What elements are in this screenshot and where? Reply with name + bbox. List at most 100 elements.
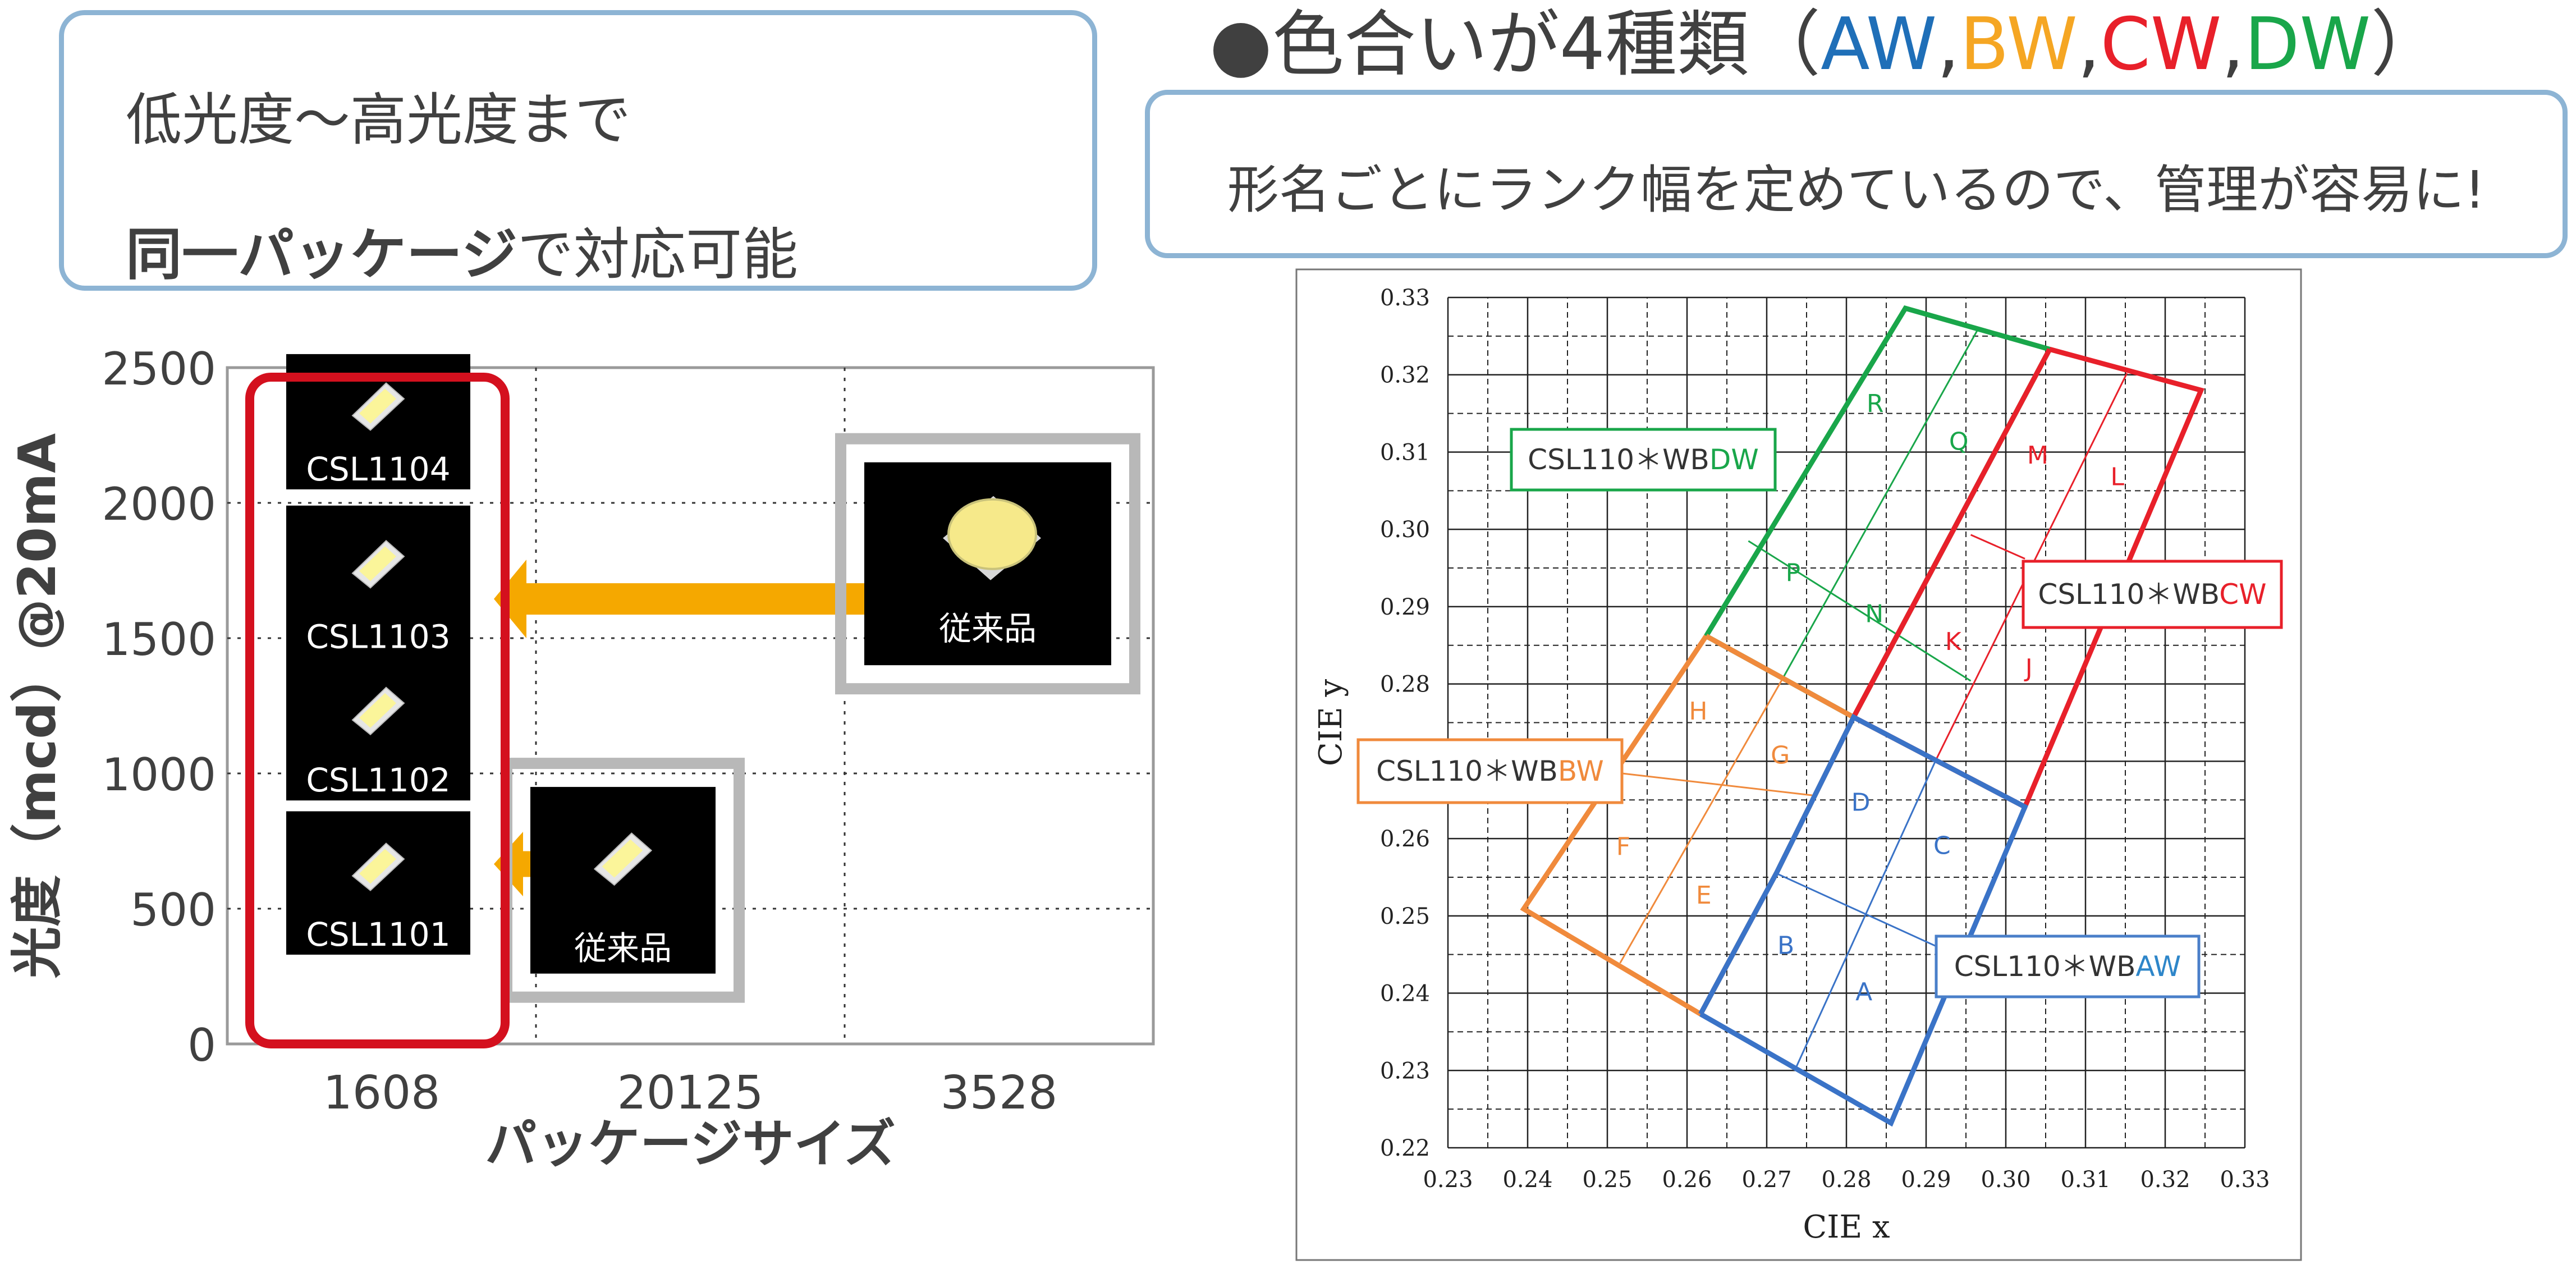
heading-dw: DW: [2244, 3, 2371, 86]
heading-bw: BW: [1959, 3, 2078, 86]
callout-bold-text: 同一パッケージ: [126, 222, 517, 287]
rank-label: L: [2111, 463, 2125, 492]
rank-divider-line: [1619, 678, 1784, 964]
aw-label-box-suffix: AW: [2135, 950, 2181, 983]
aw-label-box: [1935, 934, 2201, 998]
bw-label-box-prefix: CSL110＊WB: [1376, 755, 1558, 787]
bw-label-box: [1356, 738, 1624, 804]
aw-label-box-text: CSL110＊WBAW: [1954, 950, 2181, 983]
led-emitter: [359, 693, 396, 728]
x-tick-label: 0.30: [1981, 1167, 2030, 1193]
callout-line-1: 低光度～高光度まで: [126, 87, 631, 153]
heading-close: ）: [2371, 3, 2443, 86]
heading-comma: ,: [2221, 3, 2245, 86]
rank-divider-line: [1748, 540, 1972, 682]
rank-label: K: [1945, 627, 1962, 656]
cie-chart-body: 0.23 0.24 0.25 0.26 0.27 0.28 0.29 0.30 0.31 0.32…: [1295, 268, 2302, 1261]
product-label: CSL1102: [306, 761, 450, 799]
led-icon: [351, 382, 405, 431]
led-emitter: [359, 388, 396, 424]
x-axis-title: パッケージサイズ: [485, 1114, 895, 1174]
led-emitter: [947, 498, 1037, 570]
y-tick-label: 0.33: [1380, 285, 1430, 311]
heading-cw: CW: [2100, 3, 2222, 86]
bw-label-box-suffix: BW: [1558, 755, 1604, 787]
x-tick-label: 0.32: [2140, 1167, 2190, 1193]
y-axis-title: 光度（mcd）@20mA: [7, 433, 67, 978]
color-types-heading: ●色合いが4種類（AW,BW,CW,DW）: [1209, 6, 2442, 84]
y-tick-label: 0.28: [1380, 672, 1430, 698]
y-axis-title: CIE y: [1313, 679, 1349, 767]
x-tick-label: 0.29: [1901, 1167, 1951, 1193]
rank-divider-line: [1776, 872, 1950, 953]
x-axis-title: CIE x: [1803, 1209, 1890, 1245]
arrow-icon: [494, 560, 864, 639]
y-tick-label: 0.23: [1380, 1058, 1430, 1084]
highlight-frame: [245, 373, 510, 1048]
y-tick-label: 0.31: [1380, 439, 1430, 465]
rank-label: G: [1771, 741, 1790, 769]
rank-divider-line: [1782, 330, 1978, 679]
heading-comma: ,: [2077, 3, 2101, 86]
product-label: CSL1101: [306, 915, 450, 954]
rank-label: N: [1865, 599, 1883, 628]
y-tick-label: 1000: [102, 749, 216, 801]
y-tick-label: 2000: [102, 478, 216, 530]
led-icon: [351, 686, 405, 736]
led-icon: [351, 540, 405, 589]
x-tick-label: 0.27: [1741, 1167, 1791, 1193]
x-tick-label: 0.33: [2220, 1167, 2270, 1193]
y-tick-label: 1500: [102, 613, 216, 666]
bullet-icon: ●: [1209, 3, 1272, 86]
aw-label-box-prefix: CSL110＊WB: [1954, 950, 2136, 983]
y-tick-label: 0.25: [1380, 904, 1430, 929]
x-tick-label: 20125: [617, 1066, 764, 1120]
callout-rest-text: で対応可能: [517, 222, 798, 287]
rank-label: Q: [1949, 427, 1969, 456]
y-tick-label: 0.30: [1380, 517, 1430, 543]
x-tick-label: 1608: [323, 1066, 441, 1120]
y-tick-label: 0.29: [1380, 594, 1430, 620]
x-tick-label: 0.31: [2060, 1167, 2110, 1193]
rank-label: P: [1786, 558, 1801, 587]
x-tick-label: 0.24: [1502, 1167, 1552, 1193]
rank-label: J: [2024, 654, 2033, 682]
bw-label-box-text: CSL110＊WBBW: [1376, 755, 1604, 787]
rank-label: C: [1933, 832, 1951, 860]
cw-label-box-prefix: CSL110＊WB: [2038, 578, 2219, 611]
led-emitter: [359, 849, 396, 884]
rank-management-text: 形名ごとにランク幅を定めているので、管理が容易に!: [1227, 160, 2486, 220]
dw-label-box-suffix: DW: [1709, 443, 1759, 476]
rank-label: D: [1851, 789, 1871, 817]
product-image: [530, 787, 716, 974]
led-icon: [593, 832, 653, 886]
y-tick-label: 0.32: [1380, 363, 1430, 388]
dw-label-box-prefix: CSL110＊WB: [1528, 443, 1709, 476]
x-tick-label: 3528: [941, 1066, 1058, 1120]
y-tick-label: 0.26: [1380, 826, 1430, 852]
rank-management-callout: 形名ごとにランク幅を定めているので、管理が容易に!: [1145, 90, 2568, 258]
rank-label: E: [1696, 881, 1712, 910]
product-image: [286, 505, 470, 657]
chromaticity-region: [1698, 713, 2028, 1127]
rank-label: H: [1689, 697, 1707, 726]
y-tick-label: 500: [130, 884, 216, 936]
rank-divider-line: [1970, 534, 2025, 560]
led-emitter: [602, 839, 643, 878]
rank-label: A: [1855, 978, 1872, 1006]
rank-label: M: [2027, 441, 2048, 470]
cw-label-box: [2022, 560, 2283, 629]
cw-label-box-suffix: CW: [2219, 578, 2266, 611]
rank-label: F: [1616, 832, 1630, 861]
rank-label: R: [1867, 390, 1884, 418]
x-tick-label: 0.28: [1821, 1167, 1871, 1193]
callout-line-2: 同一パッケージで対応可能: [126, 209, 798, 290]
dw-label-box: [1510, 428, 1777, 492]
x-tick-label: 0.23: [1423, 1167, 1473, 1193]
product-label: 従来品: [939, 610, 1037, 648]
y-tick-label: 0.22: [1380, 1135, 1430, 1161]
x-tick-label: 0.26: [1662, 1167, 1712, 1193]
legacy-frame: [835, 433, 1140, 695]
